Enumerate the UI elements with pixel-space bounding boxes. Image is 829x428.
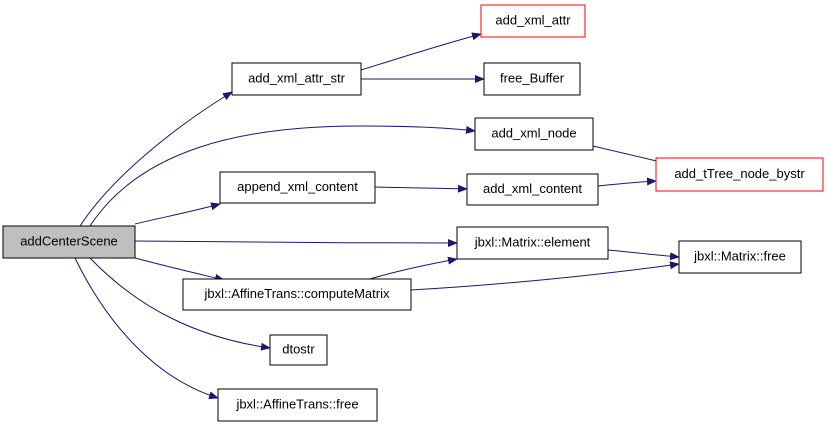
edge-add-xml-node-to-add-tTree-node-bystr (592, 145, 666, 165)
edge-addCenterScene-to-append-xml-content (134, 202, 221, 225)
node-append-xml-content[interactable]: append_xml_content (219, 171, 376, 204)
node-matrix-free[interactable]: jbxl::Matrix::free (678, 240, 802, 274)
node-label-append-xml-content: append_xml_content (237, 179, 358, 194)
node-affine-free[interactable]: jbxl::AffineTrans::free (217, 388, 378, 422)
edge-addCenterScene-to-add-xml-node (89, 125, 476, 227)
node-label-addCenterScene: addCenterScene (20, 233, 118, 248)
node-layer: addCenterScene add_xml_attr_str add_xml_… (2, 4, 824, 422)
edge-add-xml-attr-str-to-add-xml-attr (360, 32, 482, 71)
node-add-xml-content[interactable]: add_xml_content (466, 173, 599, 206)
node-label-matrix-element: jbxl::Matrix::element (474, 234, 591, 249)
node-label-free-buffer: free_Buffer (500, 70, 565, 85)
node-label-add-ttree-node-bystr: add_tTree_node_bystr (674, 166, 805, 181)
node-compute-matrix[interactable]: jbxl::AffineTrans::computeMatrix (182, 278, 412, 311)
edge-addCenterScene-to-matrix-element (134, 238, 458, 247)
edge-addCenterScene-to-affine-free (74, 257, 219, 400)
edge-addCenterScene-to-dtostr (89, 257, 271, 351)
node-add-ttree-node-bystr[interactable]: add_tTree_node_bystr (655, 157, 824, 192)
node-label-affine-free: jbxl::AffineTrans::free (235, 396, 358, 411)
edge-compute-matrix-to-matrix-element (369, 256, 458, 280)
edge-append-xml-content-to-add-xml-content (374, 184, 468, 193)
node-add-xml-attr[interactable]: add_xml_attr (480, 4, 586, 38)
node-label-add-xml-node: add_xml_node (491, 125, 576, 140)
node-label-dtostr: dtostr (282, 341, 315, 356)
node-label-add-xml-content: add_xml_content (483, 181, 582, 196)
node-label-compute-matrix: jbxl::AffineTrans::computeMatrix (204, 286, 390, 301)
node-free-buffer[interactable]: free_Buffer (483, 62, 581, 96)
edge-add-xml-content-to-add-tTree-node-bystr (597, 177, 657, 187)
edge-matrix-element-to-matrix-free (607, 249, 680, 261)
edge-layer (74, 32, 680, 400)
edge-addCenterScene-to-add-xml-attr-str (79, 91, 233, 227)
node-label-add-xml-attr: add_xml_attr (495, 12, 571, 27)
node-add-xml-attr-str[interactable]: add_xml_attr_str (231, 62, 362, 96)
node-label-add-xml-attr-str: add_xml_attr_str (248, 70, 345, 85)
node-matrix-element[interactable]: jbxl::Matrix::element (456, 226, 609, 260)
node-add-xml-node[interactable]: add_xml_node (474, 117, 594, 151)
edge-compute-matrix-to-matrix-free (410, 261, 680, 291)
node-dtostr[interactable]: dtostr (269, 334, 328, 366)
edge-addCenterScene-to-compute-matrix (134, 257, 225, 282)
node-label-matrix-free: jbxl::Matrix::free (693, 248, 786, 263)
node-addCenterScene[interactable]: addCenterScene (2, 225, 136, 259)
